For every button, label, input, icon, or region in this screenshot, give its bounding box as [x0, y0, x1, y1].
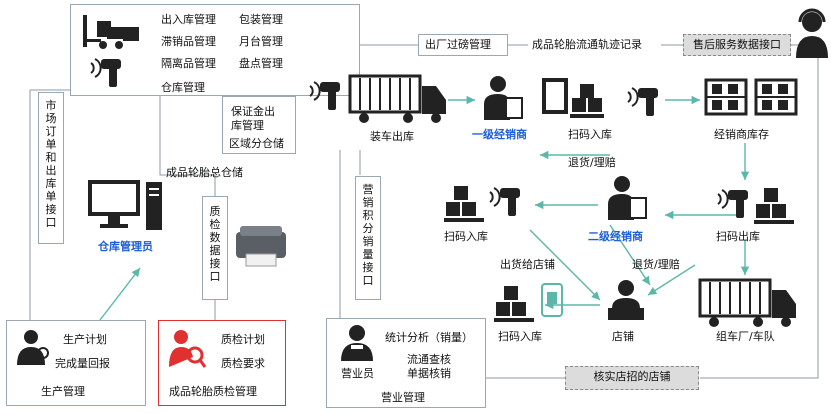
store-clerk-icon [608, 280, 644, 320]
deposit-line: 区域分仓储 [229, 137, 284, 150]
phone-scan-icon [541, 283, 563, 317]
shelf-boxes-icon [542, 78, 604, 118]
production-report: 完成量回报 [55, 357, 110, 370]
quality-req: 质检要求 [221, 357, 265, 370]
quality-plan: 质检计划 [221, 333, 265, 346]
warehouse-admin-label: 仓库管理员 [98, 240, 153, 253]
verify-store-tag: 核实店招的店铺 [565, 366, 699, 390]
warehouse-item: 月台管理 [239, 35, 283, 48]
headset-person-icon [796, 8, 828, 58]
deposit-line: 保证金出 [231, 105, 275, 118]
quality-interface-box: 质检数据接口 [202, 196, 228, 300]
scanner-icon [717, 189, 748, 218]
boxes-icon [444, 186, 484, 222]
weighbridge-label: 出厂过磅管理 [425, 38, 491, 51]
container-truck-icon [348, 74, 446, 123]
scan-out-label: 扫码出库 [716, 230, 760, 243]
deposit-box: 保证金出 库管理 区域分仓储 [222, 96, 296, 154]
scan-in-3-label: 扫码入库 [498, 330, 542, 343]
market-interface-box: 市场订单和出库单接口 [38, 92, 64, 244]
production-box: 生产计划 完成量回报 生产管理 [6, 320, 146, 406]
sales-title: 营业管理 [381, 391, 425, 404]
market-interface-label: 市场订单和出库单接口 [45, 99, 57, 229]
warehouse-management-box: 出入库管理 包装管理 滞销品管理 月台管理 隔离品管理 盘点管理 仓库管理 [70, 4, 360, 96]
forklift-icon [83, 15, 125, 49]
dealer2-label: 二级经销商 [588, 230, 643, 243]
scanner-icon [309, 81, 340, 110]
fleet-label: 组车厂/车队 [716, 330, 775, 343]
ship-store-label: 出货给店铺 [500, 258, 555, 271]
sales-interface-box: 营销积分销量接口 [355, 176, 381, 300]
after-sales-tag: 售后服务数据接口 [683, 34, 791, 56]
salesperson-icon [341, 325, 373, 361]
warehouse-rack-icon [704, 78, 798, 116]
sales-box: 营业员 统计分析（销量） 流通查核 单据核销 营业管理 [326, 318, 486, 408]
dealer1-label: 一级经销商 [472, 128, 527, 141]
warehouse-item: 包装管理 [239, 13, 283, 26]
warehouse-item: 出入库管理 [161, 13, 216, 26]
warehouse-item: 盘点管理 [239, 57, 283, 70]
person-clipboard-icon [608, 176, 647, 220]
loading-label: 装车出库 [370, 130, 414, 143]
warehouse-label: 仓库管理 [161, 81, 205, 94]
sales-audit1: 流通查核 [407, 353, 451, 366]
container-truck-icon [698, 278, 796, 327]
computer-icon [88, 180, 162, 230]
scanner-icon [90, 58, 121, 87]
warehouse-item: 滞销品管理 [161, 35, 216, 48]
sales-interface-label: 营销积分销量接口 [362, 183, 374, 287]
verify-store-label: 核实店招的店铺 [593, 370, 671, 383]
sales-stats: 统计分析（销量） [385, 331, 473, 344]
quality-interface-label: 质检数据接口 [209, 205, 221, 283]
production-title: 生产管理 [41, 385, 85, 398]
person-clipboard-icon [484, 76, 523, 120]
after-sales-label: 售后服务数据接口 [693, 38, 781, 51]
deposit-line: 库管理 [231, 119, 264, 132]
printer-icon [236, 226, 286, 267]
quality-title: 成品轮胎质检管理 [169, 385, 257, 398]
sales-audit2: 单据核销 [407, 367, 451, 380]
scan-in-2-label: 扫码入库 [444, 230, 488, 243]
return1-label: 退货/理赔 [568, 156, 616, 169]
weighbridge-box: 出厂过磅管理 [418, 34, 508, 56]
boxes-icon [494, 286, 534, 322]
warehouse-title: 成品轮胎总仓储 [166, 166, 243, 179]
return2-label: 退货/理赔 [632, 258, 680, 271]
dealer-stock-label: 经销商库存 [714, 128, 769, 141]
inspector-magnifier-icon [169, 330, 207, 368]
scanner-icon [489, 187, 520, 216]
boxes-icon [754, 188, 794, 224]
trace-label: 成品轮胎流通轨迹记录 [532, 38, 642, 51]
warehouse-item: 隔离品管理 [161, 57, 216, 70]
box-icon [123, 27, 139, 41]
scanner-icon [627, 87, 658, 116]
production-plan: 生产计划 [63, 333, 107, 346]
worker-gear-icon [17, 330, 49, 365]
store-label: 店铺 [612, 330, 634, 343]
scan-in-1-label: 扫码入库 [568, 128, 612, 141]
sales-person: 营业员 [341, 367, 374, 380]
quality-box: 质检计划 质检要求 成品轮胎质检管理 [158, 320, 286, 406]
